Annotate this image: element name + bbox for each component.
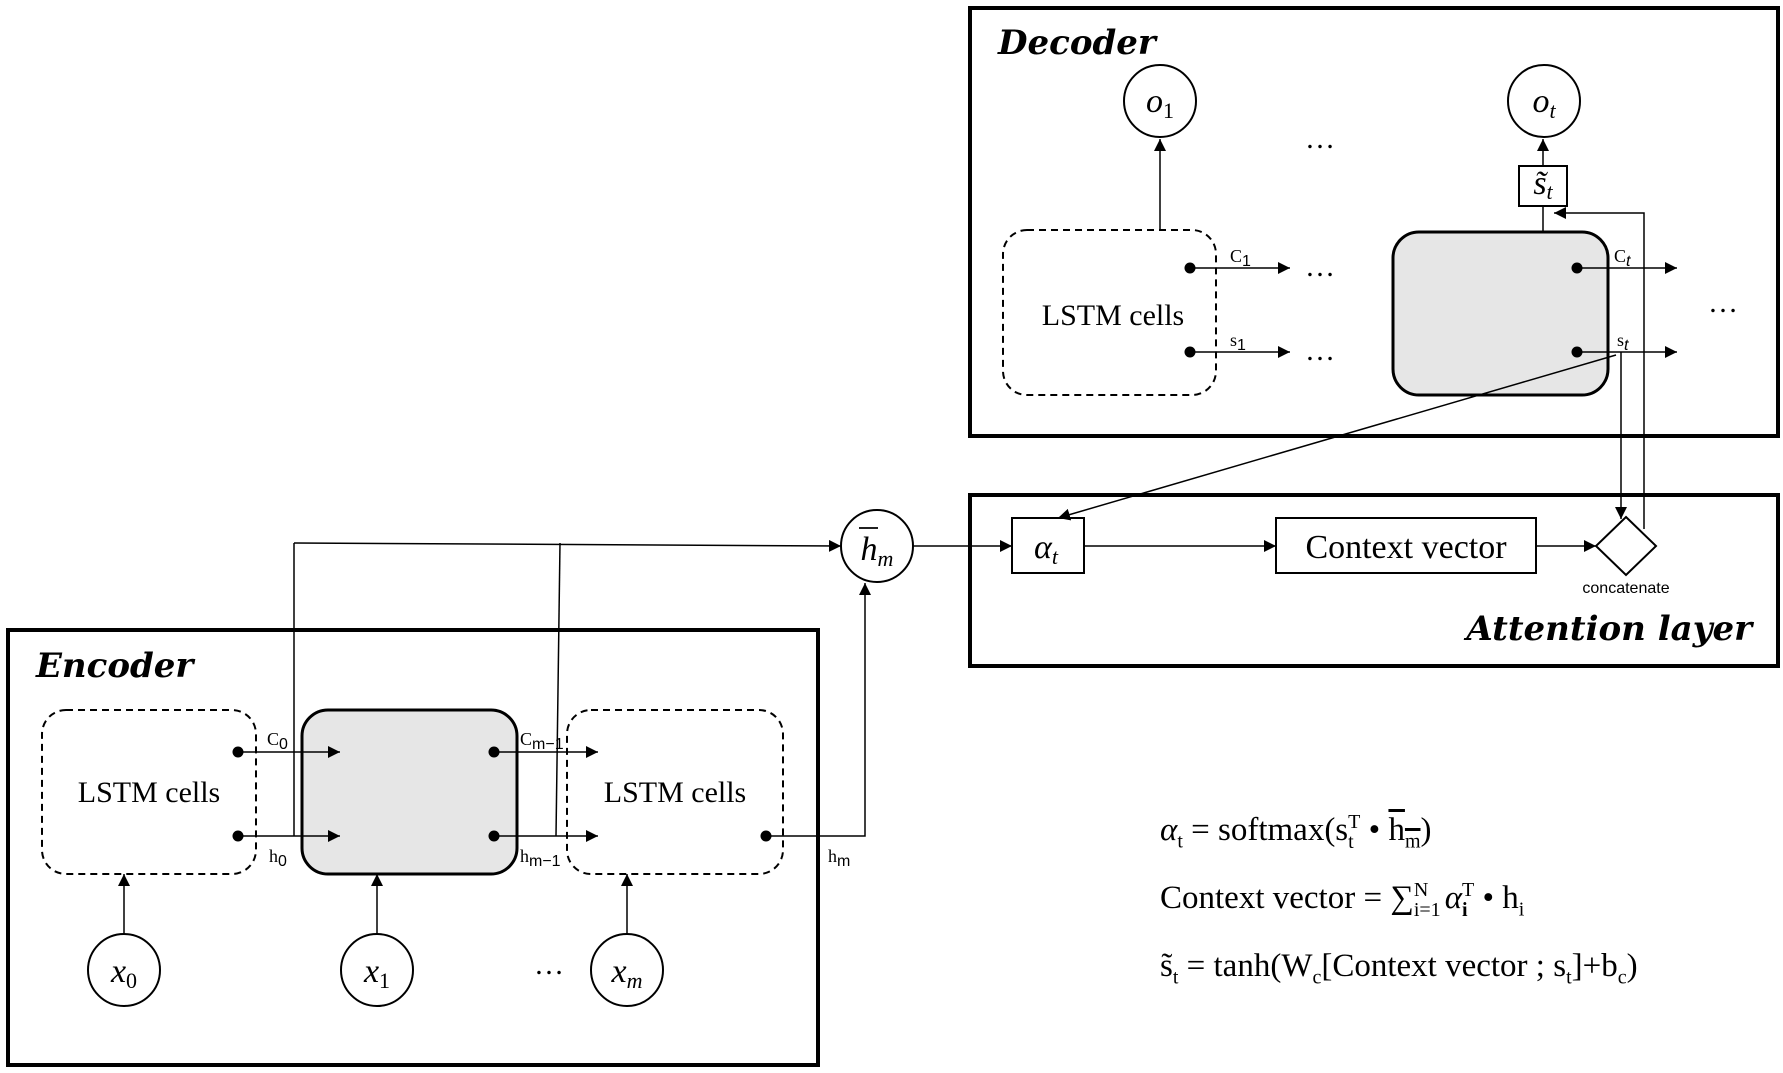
st-to-alpha-arrow bbox=[1057, 354, 1617, 521]
hm1-label: hm−1 bbox=[520, 846, 561, 870]
decoder-title: Decoder bbox=[997, 23, 1158, 63]
attention-title: Attention layer bbox=[1463, 609, 1754, 649]
hm-label: hm bbox=[828, 846, 850, 870]
eq1-dot: • bbox=[1360, 812, 1389, 848]
ct-label: Ct bbox=[1614, 246, 1631, 270]
encoder-lstm-label-left: LSTM cells bbox=[78, 776, 221, 809]
x0-label: x0 bbox=[110, 953, 137, 993]
context-vector-box bbox=[1275, 517, 1537, 574]
encoder-lstm-label-right: LSTM cells bbox=[604, 776, 747, 809]
hbar-label: hm bbox=[861, 531, 894, 571]
eq3-b-sub: c bbox=[1617, 966, 1627, 989]
encoder-lstm-cell-active bbox=[300, 708, 519, 876]
eq2-sum-sub: i=1 bbox=[1413, 899, 1441, 922]
equation-st-tilde: s̃t = tanh(Wc[Context vector ; st]+bc) bbox=[1160, 948, 1638, 990]
eq3-mid: = tanh(W bbox=[1178, 948, 1313, 984]
ot-node bbox=[1507, 64, 1581, 138]
st-label: st bbox=[1617, 330, 1629, 354]
eq2-alpha: α bbox=[1444, 880, 1463, 916]
eq2-sum-sup: N bbox=[1413, 879, 1429, 902]
decoder-box bbox=[968, 6, 1780, 438]
eq2-h-sub: i bbox=[1518, 898, 1525, 921]
eq1-s-sup: T bbox=[1348, 811, 1361, 834]
decoder-lstm-cell-active bbox=[1391, 230, 1610, 397]
eq2-lhs: Context vector = bbox=[1160, 880, 1391, 916]
o1-label: o1 bbox=[1146, 83, 1174, 123]
attention-box bbox=[968, 493, 1780, 668]
eq3-w-sub: c bbox=[1312, 966, 1322, 989]
c1-ellipsis: … bbox=[1305, 250, 1335, 283]
x1-label: x1 bbox=[363, 953, 390, 993]
eq2-alpha-sub: i bbox=[1462, 899, 1468, 922]
decoder-right-ellipsis: … bbox=[1708, 286, 1738, 319]
eq3-bracket: [Context vector ; s bbox=[1321, 948, 1567, 984]
eq1-h: h bbox=[1388, 812, 1405, 848]
o1-node bbox=[1123, 64, 1197, 138]
concat-to-st-tilde-arrow bbox=[1554, 207, 1645, 529]
eq3-b: ]+b bbox=[1571, 948, 1618, 984]
s1-label: s1 bbox=[1230, 330, 1246, 354]
eq3-s-sub: t bbox=[1172, 966, 1179, 989]
eq1-s-sub: t bbox=[1348, 831, 1354, 854]
eq2-sum: ∑ bbox=[1390, 880, 1414, 916]
hm-to-hbar-arrow bbox=[766, 583, 871, 837]
eq2-alpha-sup: T bbox=[1462, 879, 1475, 902]
xm-label: xm bbox=[611, 953, 643, 993]
cm1-label: Cm−1 bbox=[520, 729, 564, 753]
eq3-s: s̃ bbox=[1160, 948, 1173, 984]
encoder-title: Encoder bbox=[35, 646, 195, 686]
c0-label: C0 bbox=[267, 729, 288, 753]
eq1-alpha-sub: t bbox=[1177, 830, 1183, 853]
alpha-label: αt bbox=[1034, 529, 1059, 569]
st-tilde-box bbox=[1518, 165, 1568, 207]
c1-label: C1 bbox=[1230, 246, 1251, 270]
eq1-h-sub: m bbox=[1404, 830, 1421, 853]
concatenate-diamond bbox=[1594, 515, 1658, 577]
hm1-to-hbar-line bbox=[555, 542, 561, 837]
concatenate-label: concatenate bbox=[1582, 580, 1669, 597]
st-tilde-label: s̃t bbox=[1533, 165, 1553, 204]
h0-label: h0 bbox=[269, 846, 287, 870]
alpha-box bbox=[1011, 517, 1085, 574]
eq2-dot: • h bbox=[1474, 880, 1519, 916]
ot-label: ot bbox=[1532, 83, 1556, 123]
eq3-st-sub: t bbox=[1566, 966, 1572, 989]
encoder-box bbox=[6, 628, 820, 1067]
s1-ellipsis: … bbox=[1305, 334, 1335, 367]
encoder-lstm-cell-left bbox=[41, 709, 257, 875]
encoder-lstm-cell-right bbox=[566, 709, 784, 875]
eq3-end: ) bbox=[1626, 948, 1638, 984]
eq1-mid: = softmax(s bbox=[1182, 812, 1349, 848]
context-vector-label: Context vector bbox=[1305, 529, 1507, 566]
eq1-end: ) bbox=[1420, 812, 1432, 848]
top-bus-to-hbar-arrow bbox=[293, 539, 842, 552]
decoder-lstm-label: LSTM cells bbox=[1042, 299, 1185, 332]
encoder-x-ellipsis: … bbox=[534, 948, 564, 981]
eq1-alpha: α bbox=[1160, 812, 1178, 848]
decoder-top-ellipsis: … bbox=[1305, 122, 1335, 155]
decoder-lstm-cell-dashed bbox=[1002, 229, 1217, 396]
